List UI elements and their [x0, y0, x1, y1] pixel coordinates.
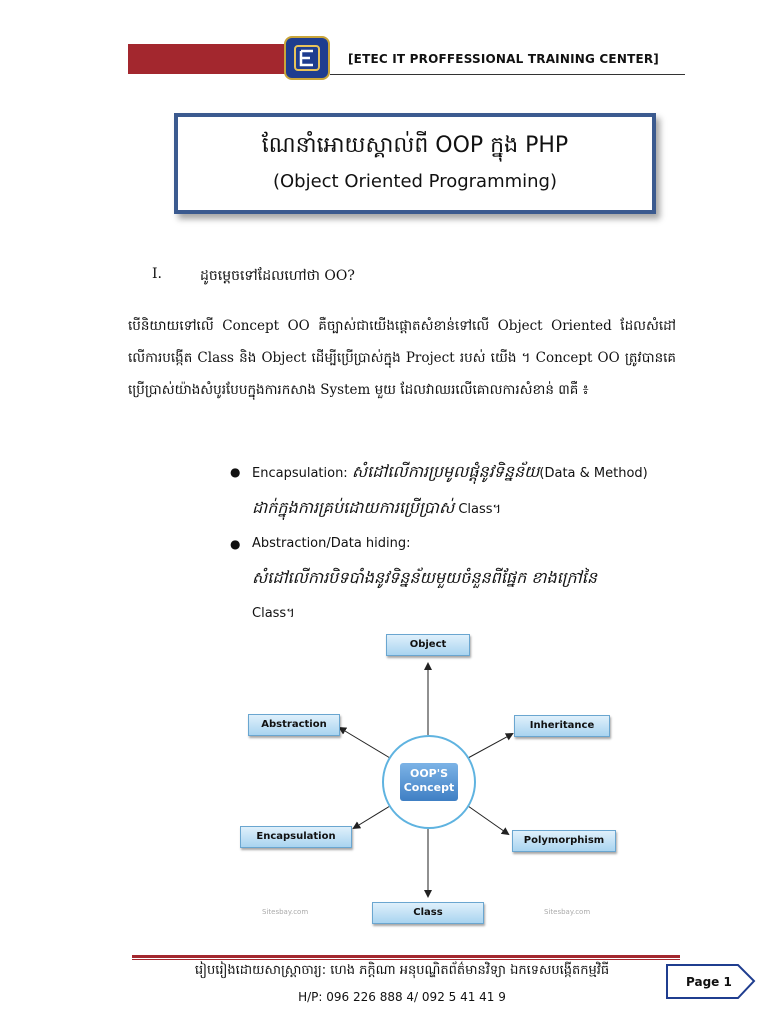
bullet-tail: Class។: [454, 502, 502, 517]
bullet-icon: ●: [230, 465, 241, 479]
bullet-icon: ●: [230, 537, 241, 551]
page-number: Page 1: [686, 975, 732, 989]
bullet-desc: សំដៅលើការប្រមូលផ្តុំនូវទិន្នន័យ: [351, 462, 540, 481]
watermark-right: Sitesbay.com: [544, 908, 591, 916]
list-item: ● Abstraction/Data hiding: សំដៅលើការបិទប…: [230, 527, 660, 631]
principles-list: ● Encapsulation: សំដៅលើការប្រមូលផ្តុំនូវ…: [230, 455, 660, 631]
header-accent-bar: [128, 44, 290, 74]
node-inheritance: Inheritance: [514, 715, 610, 737]
footer-phone: H/P: 096 226 888 4/ 092 5 41 41 9: [298, 990, 506, 1004]
page-tag-icon: [666, 964, 756, 999]
title-box: ណែនាំអោយស្គាល់ពី OOP ក្នុង PHP (Object O…: [174, 113, 656, 214]
bullet-desc: ដាក់ក្នុងការគ្រប់ដោយការប្រើប្រាស់: [252, 498, 455, 517]
footer-divider: [132, 955, 680, 958]
bullet-term: Encapsulation:: [252, 466, 352, 481]
footer-divider-thin: [132, 959, 680, 960]
bullet-term: Abstraction/Data hiding:: [252, 536, 411, 551]
section-heading: ដូចម្ដេចទៅដែលហៅថា OO?: [200, 268, 355, 284]
section-number: I.: [152, 266, 162, 282]
watermark-left: Sitesbay.com: [262, 908, 309, 916]
intro-paragraph: បើនិយាយទៅលើ Concept OO គឺច្បាស់ជាយើងផ្តោ…: [128, 318, 676, 398]
node-polymorphism: Polymorphism: [512, 830, 616, 852]
list-item: ● Encapsulation: សំដៅលើការប្រមូលផ្តុំនូវ…: [230, 455, 660, 527]
document-title: ណែនាំអោយស្គាល់ពី OOP ក្នុង PHP: [261, 133, 569, 158]
node-class: Class: [372, 902, 484, 924]
center-concept-label: OOP'S Concept: [400, 763, 458, 801]
bullet-tail: Class។: [252, 606, 295, 621]
bullet-desc: សំដៅលើការបិទបាំងនូវទិន្នន័យមួយចំនួនពីផ្ន…: [252, 568, 598, 587]
diagram-arrows: [338, 662, 514, 898]
bullet-tail: (Data & Method): [539, 466, 648, 481]
node-object: Object: [386, 634, 470, 656]
org-name: [ETEC IT PROFFESSIONAL TRAINING CENTER]: [348, 52, 659, 66]
etec-logo-icon: [284, 36, 330, 80]
footer-author: រៀបរៀងដោយសាស្ត្រាចារ្យ: ហេង ភក្តិណា អនុប…: [194, 963, 610, 978]
oop-concept-diagram: Object Abstraction Inheritance Encapsula…: [230, 630, 630, 930]
node-abstraction: Abstraction: [248, 714, 340, 736]
node-encapsulation: Encapsulation: [240, 826, 352, 848]
header-divider: [330, 74, 685, 75]
document-subtitle: (Object Oriented Programming): [272, 171, 558, 192]
center-concept: OOP'S Concept: [382, 735, 476, 829]
